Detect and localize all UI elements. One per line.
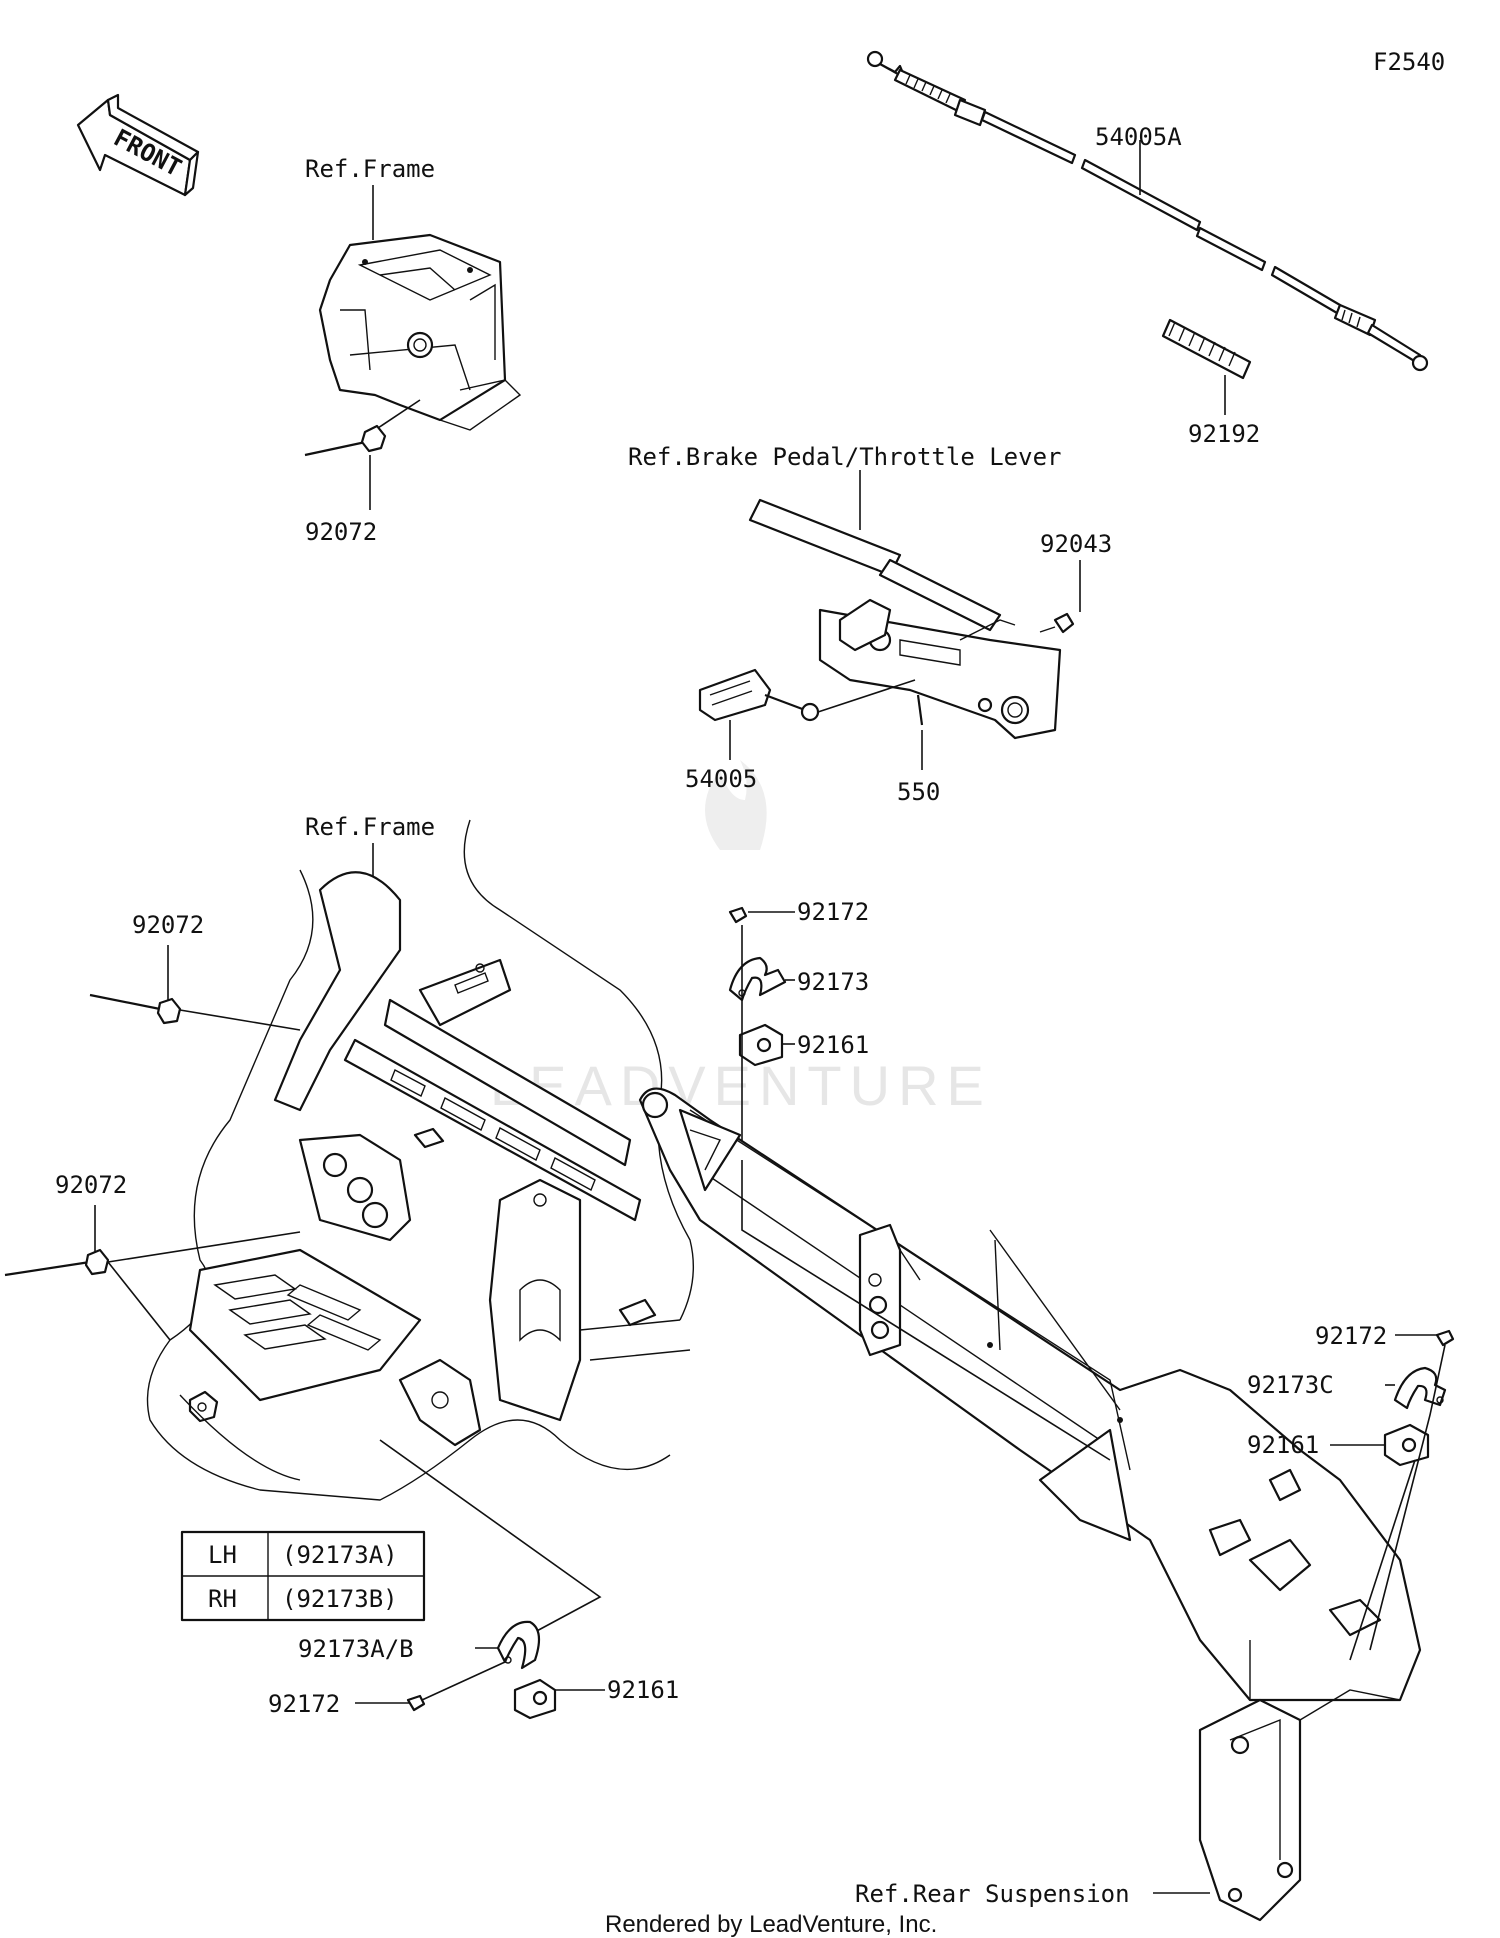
swing-arm xyxy=(638,1087,1422,1922)
cable-end-54005: 54005 xyxy=(685,668,916,793)
side-legend-table: LH (92173A) RH (92173B) xyxy=(180,1530,426,1622)
part-92161-top-label: 92161 xyxy=(797,1031,869,1059)
watermark: LEADVENTURE xyxy=(490,760,984,1117)
part-92072-left2-label: 92072 xyxy=(55,1171,127,1199)
pin-92043: 92043 xyxy=(1039,530,1112,634)
part-92172-top-label: 92172 xyxy=(797,898,869,926)
part-54005-label: 54005 xyxy=(685,765,757,793)
legend-part-lh: (92173A) xyxy=(282,1541,398,1569)
frame-top-left: Ref.Frame xyxy=(305,155,522,431)
leader-lower-clamp xyxy=(379,1439,602,1641)
part-92161-bottom-label: 92161 xyxy=(607,1676,679,1704)
legend-side-rh: RH xyxy=(208,1585,237,1613)
cable-tie-92072-left-1: 92072 xyxy=(89,911,301,1031)
part-550-label: 550 xyxy=(897,778,940,806)
spring-92192: 92192 xyxy=(1161,318,1260,448)
clamp-set-right: 92172 92173C 92161 xyxy=(1247,1322,1455,1661)
clamp-set-lower: 92173A/B 92172 92161 xyxy=(268,1620,679,1720)
part-92173AB-label: 92173A/B xyxy=(298,1635,414,1663)
legend-side-lh: LH xyxy=(208,1541,237,1569)
cable-tie-92072-top: 92072 xyxy=(304,399,421,546)
split-pin-550: 550 xyxy=(897,694,940,806)
ref-brake-pedal-label: Ref.Brake Pedal/Throttle Lever xyxy=(628,443,1061,471)
cable-tie-92072-left-2: 92072 xyxy=(4,1171,301,1341)
ref-frame-top-label: Ref.Frame xyxy=(305,155,435,183)
brake-cable-54005A: 54005A xyxy=(866,50,1429,372)
part-92161-right-label: 92161 xyxy=(1247,1431,1319,1459)
leader-swing-arm xyxy=(741,1160,1111,1461)
part-92172-right-label: 92172 xyxy=(1315,1322,1387,1350)
part-92192-label: 92192 xyxy=(1188,420,1260,448)
front-arrow-icon: FRONT xyxy=(76,93,200,197)
part-92173C-label: 92173C xyxy=(1247,1371,1334,1399)
part-92072-left1-label: 92072 xyxy=(132,911,204,939)
figure-code: F2540 xyxy=(1373,48,1445,76)
part-92172-bottom-label: 92172 xyxy=(268,1690,340,1718)
legend-part-rh: (92173B) xyxy=(282,1585,398,1613)
part-92043-label: 92043 xyxy=(1040,530,1112,558)
rendered-by-footer: Rendered by LeadVenture, Inc. xyxy=(605,1911,937,1938)
part-92072-top-label: 92072 xyxy=(305,518,377,546)
frame-lower-left: Ref.Frame xyxy=(146,813,694,1501)
brake-lever-assembly: Ref.Brake Pedal/Throttle Lever xyxy=(628,443,1061,740)
part-92173-label: 92173 xyxy=(797,968,869,996)
clamp-set-top: 92172 92173 92161 xyxy=(728,898,869,1173)
ref-rear-suspension-label: Ref.Rear Suspension xyxy=(855,1880,1130,1908)
ref-frame-bottom-label: Ref.Frame xyxy=(305,813,435,841)
part-54005A-label: 54005A xyxy=(1095,123,1182,151)
